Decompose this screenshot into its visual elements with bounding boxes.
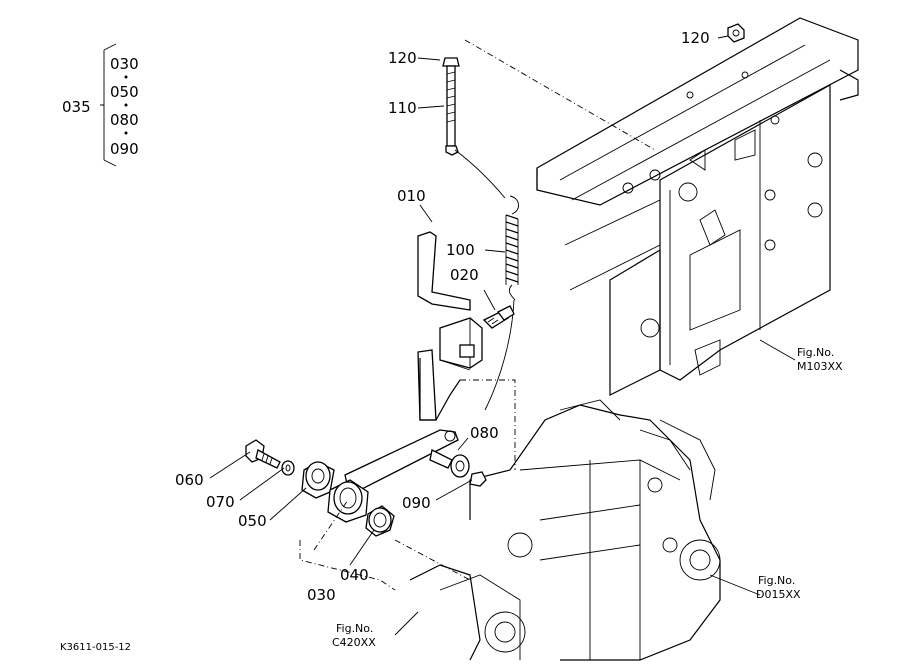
figure-references: Fig.No. M103XX Fig.No. D015XX Fig.No. C4… — [332, 346, 843, 649]
adjusting-rod-110 — [442, 57, 506, 199]
lever-010 — [417, 231, 483, 421]
label-120-left: 120 — [388, 49, 417, 67]
label-040: 040 — [340, 566, 369, 584]
label-050: 050 — [238, 512, 267, 530]
label-080: 080 — [470, 424, 499, 442]
ref-c420-line1: Fig.No. — [336, 622, 373, 635]
nut-090 — [469, 471, 487, 487]
washer-070 — [281, 460, 295, 476]
label-010: 010 — [397, 187, 426, 205]
collar-050 — [301, 461, 335, 499]
label-080-group: 080 — [110, 111, 139, 129]
ref-m103-line2: M103XX — [797, 360, 843, 373]
bushing-040 — [365, 505, 395, 537]
label-090-group: 090 — [110, 140, 139, 158]
label-090: 090 — [402, 494, 431, 512]
label-120-right: 120 — [681, 29, 710, 47]
bolt-020 — [482, 305, 515, 329]
label-070: 070 — [206, 493, 235, 511]
bolt-060 — [245, 439, 281, 469]
callouts: 035 030 050 080 090 120 120 110 010 100 … — [62, 29, 710, 604]
ref-m103-line1: Fig.No. — [797, 346, 834, 359]
transmission-housing — [409, 399, 721, 661]
leader-lines — [100, 35, 796, 636]
frame-assembly — [464, 17, 859, 396]
pin-080 — [429, 449, 470, 478]
drawing-code: K3611-015-12 — [60, 642, 131, 653]
boss-030 — [327, 479, 369, 523]
label-050-group: 050 — [110, 83, 139, 101]
label-060: 060 — [175, 471, 204, 489]
label-030-group: 030 — [110, 55, 139, 73]
label-100: 100 — [446, 241, 475, 259]
label-030: 030 — [307, 586, 336, 604]
ref-d015-line2: D015XX — [756, 588, 801, 601]
label-020: 020 — [450, 266, 479, 284]
label-110: 110 — [388, 99, 417, 117]
label-035: 035 — [62, 98, 91, 116]
ref-d015-line1: Fig.No. — [758, 574, 795, 587]
nut-120-right — [727, 23, 745, 43]
center-lines — [299, 379, 516, 591]
return-spring-100 — [484, 195, 519, 411]
ref-c420-line2: C420XX — [332, 636, 376, 649]
